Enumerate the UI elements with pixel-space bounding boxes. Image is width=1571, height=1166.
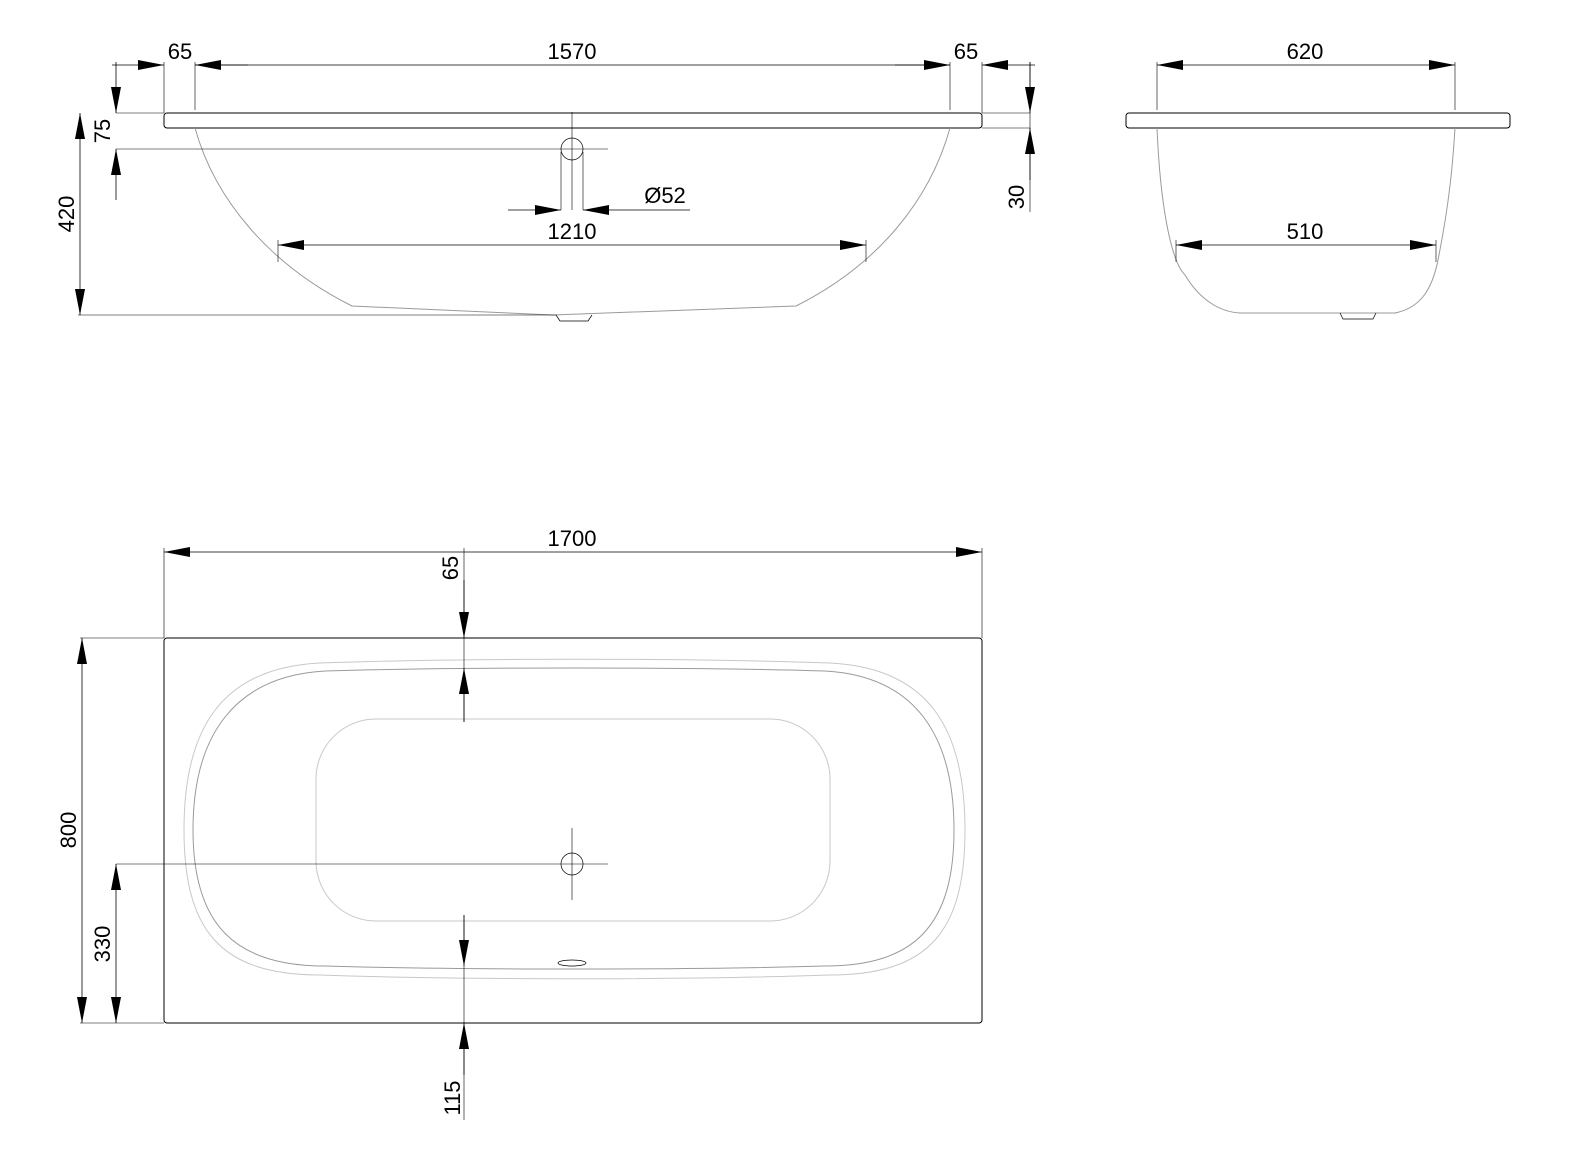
- end-basin-outline: [1156, 127, 1456, 314]
- dim-right-rim: 65: [954, 39, 978, 64]
- dim-rim-top: 65: [438, 556, 463, 580]
- dim-inner-length: 1570: [548, 39, 597, 64]
- dim-drain-offset: 330: [90, 926, 115, 963]
- top-basin-outer: [183, 658, 966, 980]
- dim-length: 1700: [548, 526, 597, 551]
- top-basin-inner: [192, 667, 955, 970]
- top-outer-rim: [163, 637, 983, 1024]
- top-view: 1700 65 800 330 115: [56, 526, 983, 1120]
- dim-bottom-width: 510: [1287, 219, 1324, 244]
- dim-bottom-length: 1210: [548, 219, 597, 244]
- dim-rim-thickness: 75: [90, 119, 115, 143]
- dim-height: 420: [54, 196, 79, 233]
- dim-rim-bottom: 115: [440, 1080, 465, 1115]
- side-drain-foot: [555, 314, 593, 322]
- dim-overall-width: 800: [56, 812, 81, 849]
- dim-drain-diameter: Ø52: [644, 183, 686, 208]
- top-overflow-slot: [557, 959, 587, 967]
- end-view: 620 510: [1125, 39, 1511, 320]
- dim-width: 620: [1287, 39, 1324, 64]
- side-rim: [163, 112, 983, 129]
- end-foot: [1339, 312, 1377, 320]
- dim-left-rim: 65: [168, 39, 192, 64]
- end-rim: [1125, 112, 1511, 129]
- dim-right-rim-drop: 30: [1004, 185, 1029, 209]
- top-bottom-area: [315, 718, 831, 922]
- side-view: 65 1570 65 75 420 Ø52 1210 30: [54, 39, 1035, 322]
